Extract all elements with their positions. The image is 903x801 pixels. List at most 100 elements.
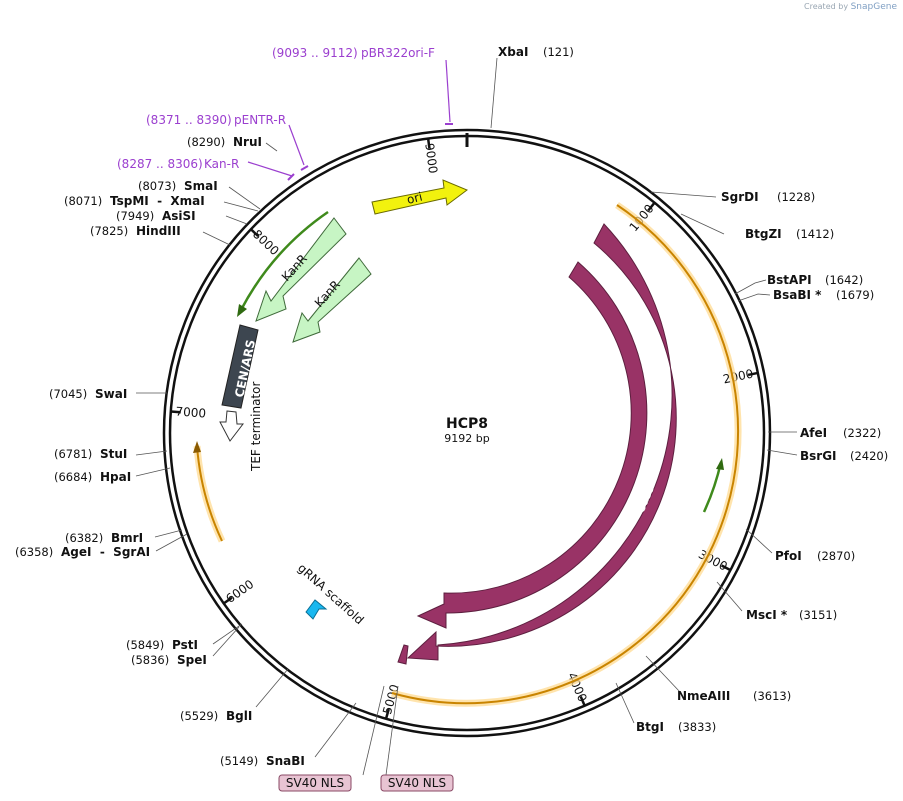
enzyme-name: XbaI xyxy=(498,45,528,59)
enzyme-position: (6781) xyxy=(54,447,92,461)
enzyme-position: (8073) xyxy=(138,179,176,193)
enzyme-position: (2870) xyxy=(817,549,855,563)
ruler-tick-label: 8000 xyxy=(250,227,282,258)
kan-orf xyxy=(239,210,329,311)
ori-feature xyxy=(371,179,468,215)
credit-prefix: Created by xyxy=(804,2,849,11)
sv40-nls-label: SV40 NLS xyxy=(388,776,446,790)
enzymes-left: (8290) NruI (8073) SmaI (8071) TspMI - X… xyxy=(15,135,305,768)
enzyme-name: BsrGI xyxy=(800,449,837,463)
ruler-tick-mark xyxy=(170,410,181,414)
primer-range: (9093 .. 9112) xyxy=(272,46,358,60)
kanr-feature-outer xyxy=(255,217,347,322)
enzyme-position: (6684) xyxy=(54,470,92,484)
primer-pbr322ori-f: (9093 .. 9112) pBR322ori-F xyxy=(272,46,453,125)
enzyme-position: (5149) xyxy=(220,754,258,768)
ruler-tick-label: 9000 xyxy=(422,142,440,174)
enzyme-name: HpaI xyxy=(100,470,131,484)
plasmid-name: HCP8 xyxy=(446,416,488,432)
cas9-label-outer: Cas9 xyxy=(674,488,697,521)
enzyme-name: BglI xyxy=(226,709,252,723)
enzyme-name: AsiSI xyxy=(162,209,196,223)
ruler-tick-mark xyxy=(647,201,656,212)
sv40-nls-box-2: SV40 NLS xyxy=(380,774,454,792)
enzyme-name: AfeI xyxy=(800,426,827,440)
snapgene-credit: Created by SnapGene xyxy=(804,2,897,12)
primer-name: pENTR-R xyxy=(234,113,286,127)
orf-glow-right xyxy=(391,202,742,707)
ruler-tick-mark xyxy=(426,138,431,149)
enzyme-position: (5529) xyxy=(180,709,218,723)
enzyme-name: BtgZI xyxy=(745,227,782,241)
enzyme-position: (1228) xyxy=(777,190,815,204)
orf-right xyxy=(391,204,739,705)
ruler-tick-mark xyxy=(384,708,390,720)
cas9-orf-green xyxy=(702,461,723,513)
primer-name: Kan-R xyxy=(204,157,239,171)
cas9-feature-outer xyxy=(406,223,677,661)
orf-left-arrowhead xyxy=(193,441,201,453)
ruler-tick-mark xyxy=(223,596,233,605)
sv40-nls-label: SV40 NLS xyxy=(286,776,344,790)
enzyme-name: HindIII xyxy=(136,224,181,238)
tef-terminator-label: TEF terminator xyxy=(249,382,263,472)
enzyme-name: SwaI xyxy=(95,387,127,401)
sv40-nls-box-1: SV40 NLS xyxy=(278,774,352,792)
plasmid-size: 9192 bp xyxy=(444,432,489,445)
enzyme-name: AgeI - SgrAI xyxy=(61,545,150,559)
primer-range: (8371 .. 8390) xyxy=(146,113,232,127)
enzyme-position: (2420) xyxy=(850,449,888,463)
enzyme-name: TspMI - XmaI xyxy=(110,194,205,208)
orf-glow-left xyxy=(193,445,226,543)
enzyme-name: PstI xyxy=(172,638,198,652)
cas9-feature-inner xyxy=(416,261,648,629)
enzyme-position: (7825) xyxy=(90,224,128,238)
cas9-orf-arrowhead xyxy=(716,458,724,470)
primer-name: pBR322ori-F xyxy=(361,46,435,60)
enzyme-name: BsaBI * xyxy=(773,288,822,302)
ruler-tick-mark xyxy=(250,228,260,238)
enzyme-position: (3833) xyxy=(678,720,716,734)
sv40-nls-marker xyxy=(397,644,409,665)
enzyme-name: NruI xyxy=(233,135,262,149)
ruler-tick-label: 6000 xyxy=(223,577,256,606)
enzyme-position: (1642) xyxy=(825,273,863,287)
enzyme-position: (2322) xyxy=(843,426,881,440)
enzyme-position: (3613) xyxy=(753,689,791,703)
primer-kan-r: (8287 .. 8306) Kan-R xyxy=(117,157,295,181)
enzyme-name: BtgI xyxy=(636,720,664,734)
grna-scaffold-label: gRNA scaffold xyxy=(295,561,367,627)
kanr-feature-inner xyxy=(292,257,372,343)
enzyme-name: SmaI xyxy=(184,179,218,193)
primer-range: (8287 .. 8306) xyxy=(117,157,203,171)
ori-label: ori xyxy=(405,190,424,207)
orf-left xyxy=(196,445,223,542)
enzyme-name: PfoI xyxy=(775,549,802,563)
ruler-tick-mark xyxy=(579,696,586,707)
enzyme-name: BmrI xyxy=(111,531,143,545)
enzyme-position: (8071) xyxy=(64,194,102,208)
grna-scaffold-feature xyxy=(305,599,328,620)
enzyme-position: (3151) xyxy=(799,608,837,622)
enzyme-position: (5836) xyxy=(131,653,169,667)
cenars-feature xyxy=(221,324,259,409)
enzyme-name: MscI * xyxy=(746,608,788,622)
enzyme-position: (5849) xyxy=(126,638,164,652)
enzyme-position: (1679) xyxy=(836,288,874,302)
enzyme-position: (121) xyxy=(543,45,574,59)
enzyme-name: SpeI xyxy=(177,653,207,667)
snapgene-logo: SnapGene xyxy=(850,2,897,12)
primer-pentr-r: (8371 .. 8390) pENTR-R xyxy=(146,113,309,171)
enzyme-name: StuI xyxy=(100,447,127,461)
enzyme-name: SgrDI xyxy=(721,190,759,204)
kan-orf-arrowhead xyxy=(237,304,247,317)
enzymes-right: XbaI (121) SgrDI (1228) BtgZI (1412) Bst… xyxy=(498,45,888,734)
enzyme-name: BstAPI xyxy=(767,273,812,287)
ruler-tick-mark xyxy=(747,371,759,377)
enzyme-position: (6358) xyxy=(15,545,53,559)
ruler-tick-label: 2000 xyxy=(722,367,755,387)
enzyme-position: (8290) xyxy=(187,135,225,149)
enzyme-position: (7949) xyxy=(116,209,154,223)
enzyme-position: (1412) xyxy=(796,227,834,241)
